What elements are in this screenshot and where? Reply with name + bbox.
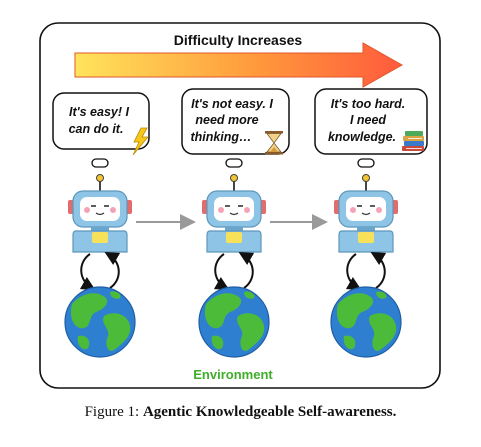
difficulty-label: Difficulty Increases — [174, 32, 303, 48]
bubble-line: knowledge. — [328, 130, 396, 144]
thought-tail-ring — [91, 158, 109, 168]
environment-label: Environment — [193, 367, 273, 382]
cycle-arrow — [104, 252, 121, 289]
thought-tail-ring — [225, 158, 243, 168]
cycle-arrow — [213, 253, 230, 290]
cycle-arrow — [238, 252, 255, 289]
thought-bubble — [314, 88, 428, 155]
stage-3: It's too hard. I need knowledge. — [314, 88, 428, 358]
bubble-line: can do it. — [69, 122, 124, 136]
bubble-line: It's too hard. — [331, 97, 406, 111]
thought-tail-ring — [357, 158, 375, 168]
stage-2: It's not easy. I need more thinking… — [181, 88, 290, 358]
cycle-arrow — [79, 253, 96, 290]
figure-caption: Figure 1: Agentic Knowledgeable Self-awa… — [0, 404, 481, 421]
stage-1: It's easy! I can do it. — [52, 92, 150, 358]
hourglass-icon — [265, 131, 283, 155]
cycle-arrow — [345, 253, 362, 290]
bubble-line: need more — [195, 113, 258, 127]
bubble-line: thinking… — [190, 130, 251, 144]
bubble-line: I need — [350, 113, 386, 127]
thought-bubble — [181, 88, 290, 155]
cycle-arrow — [370, 252, 387, 289]
earth-icon — [64, 286, 136, 358]
caption-prefix: Figure 1: — [84, 404, 140, 420]
lightning-icon — [132, 127, 149, 156]
bubble-line: It's easy! I — [69, 105, 129, 119]
books-icon — [402, 131, 424, 151]
earth-icon — [330, 286, 402, 358]
earth-icon — [198, 286, 270, 358]
bubble-line: It's not easy. I — [191, 97, 273, 111]
caption-title: Agentic Knowledgeable Self-awareness. — [142, 404, 397, 420]
thought-bubble — [52, 92, 150, 150]
difficulty-arrow — [74, 42, 404, 88]
